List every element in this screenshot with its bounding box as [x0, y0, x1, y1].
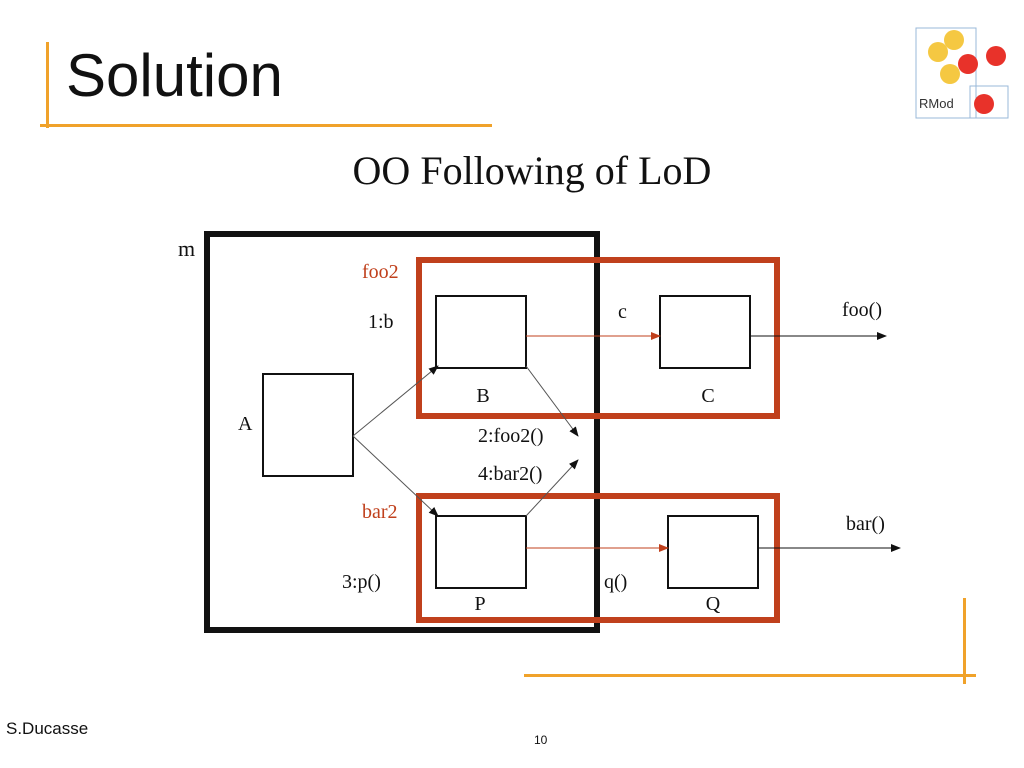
box-label-c: C [701, 385, 714, 407]
box-p [435, 515, 527, 589]
lod-diagram: OO Following of LoD m foo2 bar2 A B C P … [178, 148, 901, 633]
label-2-foo2: 2:foo2() [478, 425, 544, 447]
page-number: 10 [534, 733, 548, 747]
logo-frame [915, 27, 977, 119]
label-bar: bar() [846, 513, 885, 535]
foo2-frame [416, 257, 780, 419]
box-label-b: B [476, 385, 489, 407]
bar2-frame [416, 493, 780, 623]
arrow-a-to-b [352, 365, 439, 437]
label-foo: foo() [842, 299, 882, 321]
label-foo2: foo2 [362, 261, 399, 283]
title-accent-horizontal [40, 124, 492, 127]
label-c: c [618, 301, 627, 323]
rmod-logo [915, 27, 1009, 119]
footer-accent-horizontal [524, 674, 976, 677]
label-1-b: 1:b [368, 311, 394, 333]
box-label-p: P [474, 593, 485, 615]
box-c [659, 295, 751, 369]
logo-circle-red-3 [974, 94, 994, 114]
box-label-a: A [238, 413, 253, 435]
author: S.Ducasse [6, 719, 89, 738]
logo-frame-right [969, 85, 1009, 119]
arrow-p-to-bar2 [525, 459, 579, 517]
title-accent-vertical [46, 42, 49, 128]
logo-circle-red-2 [986, 46, 1006, 66]
method-m-frame [204, 231, 600, 633]
box-a [262, 373, 354, 477]
logo-circle-yellow-1 [928, 42, 948, 62]
logo-circle-yellow-3 [940, 64, 960, 84]
footer-accent-vertical [963, 598, 966, 684]
logo-circle-red-1 [958, 54, 978, 74]
box-q [667, 515, 759, 589]
label-bar2: bar2 [362, 501, 398, 523]
slide-title: Solution [66, 42, 283, 109]
diagram-title: OO Following of LoD [353, 148, 712, 193]
box-label-q: Q [706, 593, 721, 615]
arrow-b-to-foo2 [525, 365, 579, 437]
label-q: q() [604, 571, 627, 593]
box-b [435, 295, 527, 369]
logo-text: RMod [919, 96, 954, 111]
label-3-p: 3:p() [342, 571, 381, 593]
label-m: m [178, 236, 195, 261]
label-4-bar2: 4:bar2() [478, 463, 542, 485]
logo-circle-yellow-2 [944, 30, 964, 50]
arrow-a-to-p [352, 435, 439, 517]
